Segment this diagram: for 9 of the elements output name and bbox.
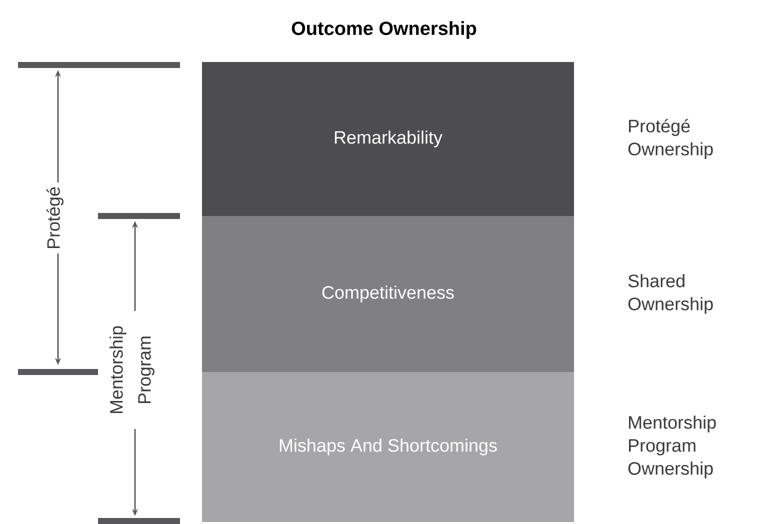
title: Outcome Ownership [292, 21, 476, 39]
ownership-label: Protégé Ownership [628, 119, 713, 159]
layer-band: Competitiveness [202, 216, 574, 372]
ownership-label: Mentorship Program Ownership [628, 416, 716, 478]
dimension-label: Protégé [42, 182, 68, 254]
layer-band: Mishaps And Shortcomings [202, 372, 574, 522]
dimension-label: Mentorship Program [106, 311, 158, 429]
ownership-label: Shared Ownership [628, 274, 713, 314]
layer-band: Remarkability [202, 62, 574, 216]
